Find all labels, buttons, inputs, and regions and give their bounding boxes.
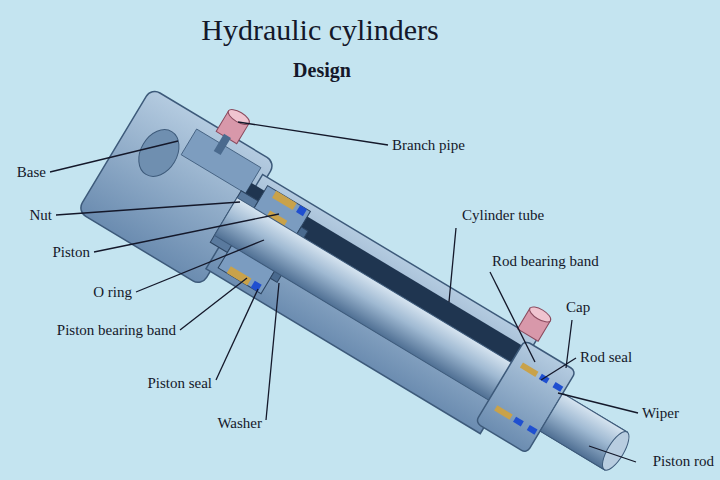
part-label: Cap — [566, 298, 590, 316]
part-label: Piston seal — [147, 374, 212, 392]
subtitle: Design — [293, 58, 351, 82]
part-label: Branch pipe — [392, 136, 465, 154]
part-label: Piston rod — [653, 452, 714, 470]
part-label: Wiper — [642, 404, 679, 422]
diagram-title: Hydraulic cylinders — [201, 12, 438, 48]
part-label: Rod seal — [580, 348, 632, 366]
part-label: Piston bearing band — [57, 321, 176, 339]
part-label: Washer — [217, 414, 262, 432]
part-label: O ring — [93, 283, 132, 301]
part-label: Nut — [30, 206, 53, 224]
part-label: Base — [17, 163, 46, 181]
part-label: Rod bearing band — [492, 252, 599, 270]
leader-lines — [50, 122, 638, 462]
part-label: Cylinder tube — [462, 206, 544, 224]
part-label: Piston — [52, 243, 90, 261]
